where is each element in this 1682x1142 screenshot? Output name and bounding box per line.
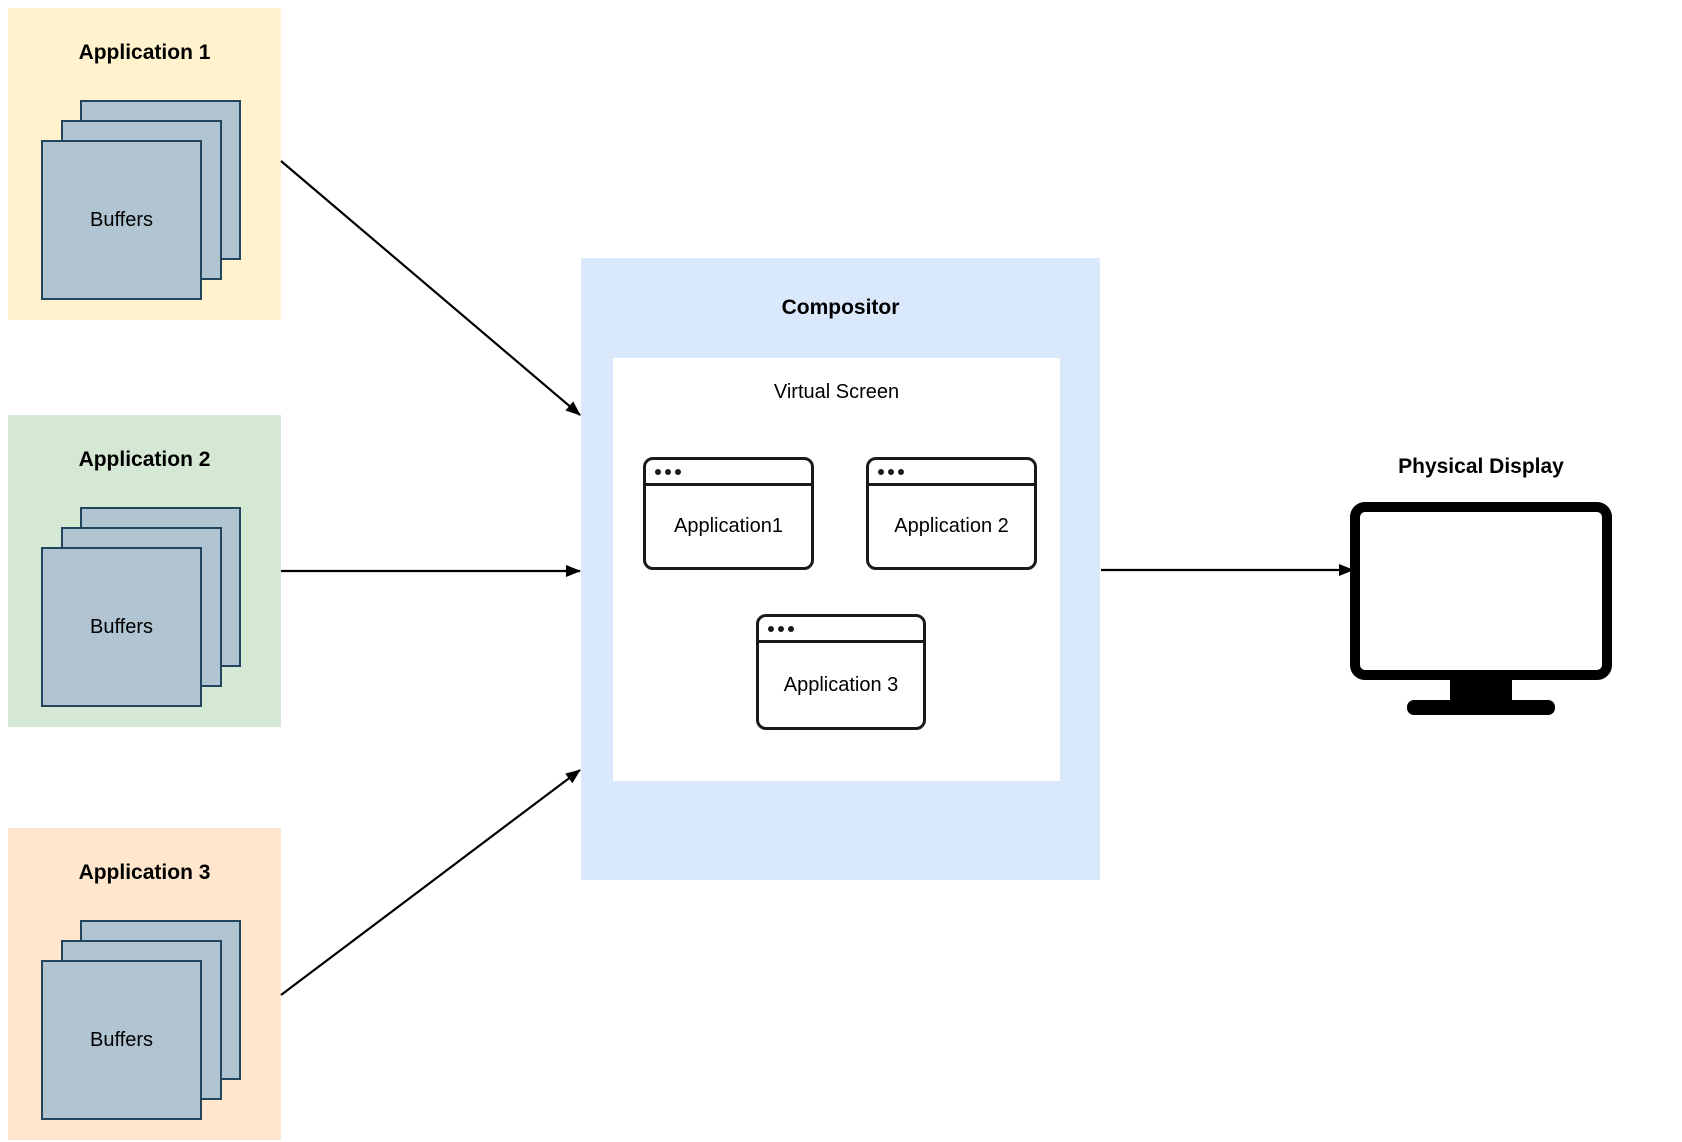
arrow-app1-to-compositor: [280, 160, 581, 416]
application-1-title: Application 1: [78, 41, 211, 64]
window-titlebar: [646, 460, 811, 486]
buffers-label: Buffers: [90, 1028, 153, 1051]
arrow-app3-to-compositor: [280, 769, 581, 996]
window-titlebar: [869, 460, 1034, 486]
window-titlebar: [759, 617, 923, 643]
virtual-window-application2: Application 2: [866, 457, 1037, 570]
window-dot-icon: [768, 625, 774, 632]
window-dot-icon: [878, 468, 884, 475]
window-dot-icon: [655, 468, 661, 475]
monitor-icon: [1350, 502, 1612, 715]
virtual-screen: Virtual Screen Application1 Application …: [613, 358, 1060, 781]
application-2-box: Application 2 Buffers: [8, 415, 281, 727]
window-dot-icon: [888, 468, 894, 475]
virtual-window-application3: Application 3: [756, 614, 926, 730]
compositor-title: Compositor: [781, 296, 900, 319]
window-dot-icon: [665, 468, 671, 475]
window-label: Application1: [674, 515, 783, 537]
compositor-box: Compositor Virtual Screen Application1 A…: [581, 258, 1100, 880]
application-3-box: Application 3 Buffers: [8, 828, 281, 1140]
window-label: Application 2: [894, 515, 1009, 537]
window-dot-icon: [675, 468, 681, 475]
virtual-window-application1: Application1: [643, 457, 814, 570]
application-1-box: Application 1 Buffers: [8, 8, 281, 320]
buffer-layer-front: Buffers: [41, 547, 202, 707]
buffer-layer-front: Buffers: [41, 140, 202, 300]
window-dot-icon: [778, 625, 784, 632]
application-2-title: Application 2: [78, 448, 211, 471]
window-dot-icon: [898, 468, 904, 475]
application-3-title: Application 3: [78, 861, 211, 884]
physical-display-title: Physical Display: [1398, 455, 1564, 478]
buffers-label: Buffers: [90, 615, 153, 638]
window-dot-icon: [788, 625, 794, 632]
virtual-screen-title: Virtual Screen: [773, 381, 900, 403]
buffer-layer-front: Buffers: [41, 960, 202, 1120]
window-label: Application 3: [783, 673, 899, 696]
buffers-label: Buffers: [90, 208, 153, 231]
